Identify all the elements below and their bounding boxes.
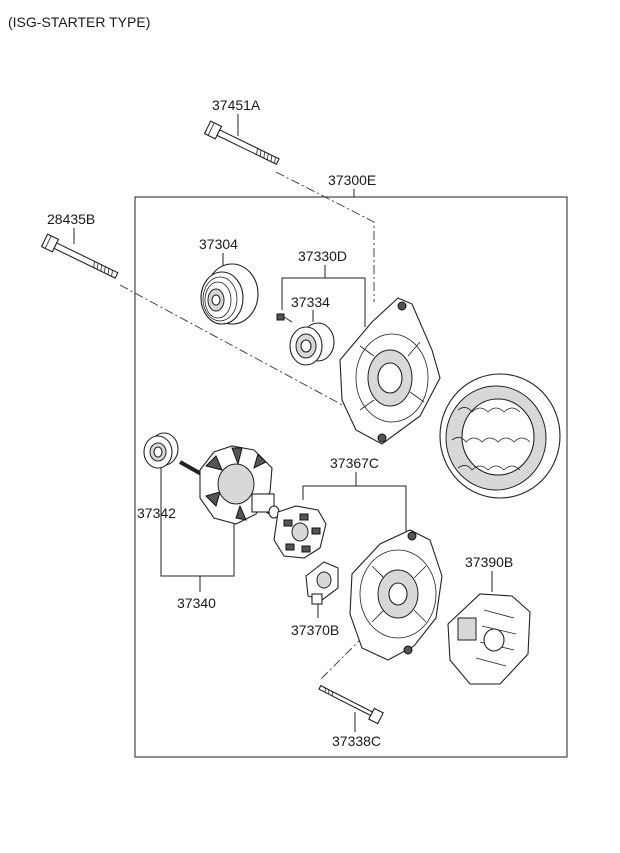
rotor-icon[interactable] <box>179 445 280 525</box>
through-bolt-icon[interactable] <box>317 682 384 725</box>
label-37334[interactable]: 37334 <box>291 294 330 310</box>
bolt-37451a-icon[interactable] <box>203 120 281 168</box>
label-37304[interactable]: 37304 <box>199 236 238 252</box>
leader-lines <box>73 114 493 732</box>
label-37338c[interactable]: 37338C <box>332 733 381 749</box>
diagram-title: (ISG-STARTER TYPE) <box>8 14 150 30</box>
label-37340[interactable]: 37340 <box>177 595 216 611</box>
label-37342[interactable]: 37342 <box>137 505 176 521</box>
bolt-28435b-icon[interactable] <box>40 233 120 282</box>
pulley-icon[interactable] <box>200 263 259 325</box>
label-37367c[interactable]: 37367C <box>330 455 379 471</box>
front-bearing-icon[interactable] <box>289 322 335 366</box>
rectifier-icon[interactable] <box>273 505 327 559</box>
brush-holder-icon[interactable] <box>305 561 339 605</box>
label-37390b[interactable]: 37390B <box>465 554 513 570</box>
label-37330d[interactable]: 37330D <box>298 248 347 264</box>
rear-cover-icon[interactable] <box>447 593 531 685</box>
label-37370b[interactable]: 37370B <box>291 622 339 638</box>
assembly-frame <box>134 196 568 758</box>
label-37300e[interactable]: 37300E <box>328 172 376 188</box>
screw-icon[interactable] <box>276 313 293 323</box>
front-bracket-icon[interactable] <box>339 297 441 445</box>
rear-bracket-icon[interactable] <box>349 529 443 661</box>
label-28435b[interactable]: 28435B <box>47 211 95 227</box>
rear-bearing-icon[interactable] <box>143 432 179 469</box>
label-37451a[interactable]: 37451A <box>212 97 261 113</box>
stator-icon[interactable] <box>439 373 561 499</box>
